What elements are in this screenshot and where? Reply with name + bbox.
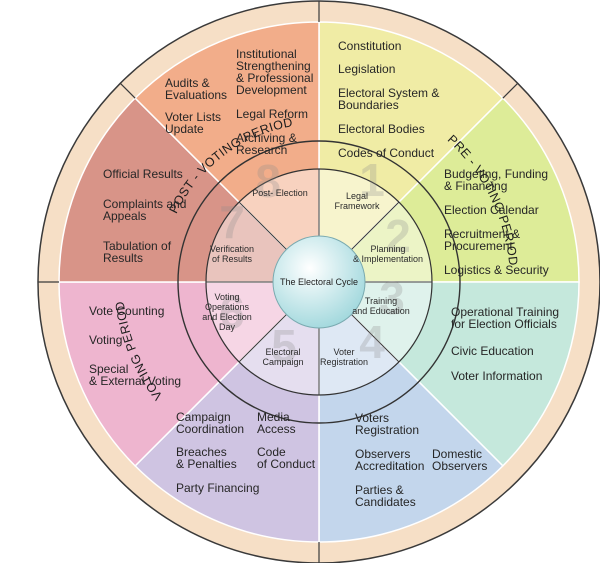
phase-label-8: Post- Election	[252, 188, 308, 198]
sector-item-legal-2: Electoral System &Boundaries	[338, 86, 439, 112]
sector-training-education	[317, 281, 580, 467]
sector-item-voting-2: Special& External Voting	[89, 362, 181, 388]
sector-item-legal-1: Legislation	[338, 62, 395, 76]
phase-number-4: 4	[359, 316, 385, 368]
center-circle	[272, 235, 366, 329]
phase-number-3: 3	[379, 272, 405, 324]
sector-verification-results	[58, 97, 321, 283]
phase-number-2: 2	[385, 210, 411, 262]
sector-item-legal-0: Constitution	[338, 39, 401, 53]
sector-item-legal-4: Codes of Conduct	[338, 146, 435, 160]
sector-item-campaign-2: Breaches& Penalties	[176, 445, 237, 471]
sector-item-planning-3: Logistics & Security	[444, 263, 549, 277]
sector-item-campaign-4: Party Financing	[176, 481, 259, 495]
sector-item-legal-3: Electoral Bodies	[338, 122, 425, 136]
phase-number-1: 1	[359, 154, 385, 206]
sector-item-planning-2: Recruitment &Procurement	[444, 227, 520, 253]
phase-number-6: 6	[219, 286, 245, 338]
sector-voter-registration	[318, 280, 504, 543]
sector-planning-implementation	[317, 97, 580, 283]
sectors	[58, 21, 580, 543]
sector-item-verification-0: Official Results	[103, 167, 183, 181]
sector-item-voting-0: Vote Counting	[89, 304, 164, 318]
sector-item-planning-1: Election Calendar	[444, 203, 539, 217]
sector-item-registration-3: Parties &Candidates	[355, 483, 416, 509]
sector-item-training-1: Civic Education	[451, 344, 534, 358]
sector-post-election	[134, 21, 320, 284]
sector-item-planning-0: Budgeting, Funding& Financing	[444, 167, 548, 193]
sector-legal-framework	[318, 21, 504, 284]
phase-label-2: Planning& Implementation	[353, 244, 423, 264]
sector-item-post-0: Audits &Evaluations	[165, 76, 227, 102]
sector-electoral-campaign	[134, 280, 320, 543]
center-label: The Electoral Cycle	[280, 277, 358, 287]
period-dividers	[38, 1, 519, 563]
phase-number-7: 7	[219, 196, 245, 248]
sector-voting-operations	[58, 281, 321, 467]
phase-number-8: 8	[255, 155, 281, 207]
sector-item-post-3: Legal Reform	[236, 107, 308, 121]
phase-number-5: 5	[271, 320, 297, 372]
sector-item-training-2: Voter Information	[451, 369, 542, 383]
sector-item-voting-1: Voting	[89, 333, 122, 347]
sector-item-post-4: Archiving &Research	[236, 131, 297, 157]
phase-numbers: 12 34 56 78	[219, 154, 411, 372]
